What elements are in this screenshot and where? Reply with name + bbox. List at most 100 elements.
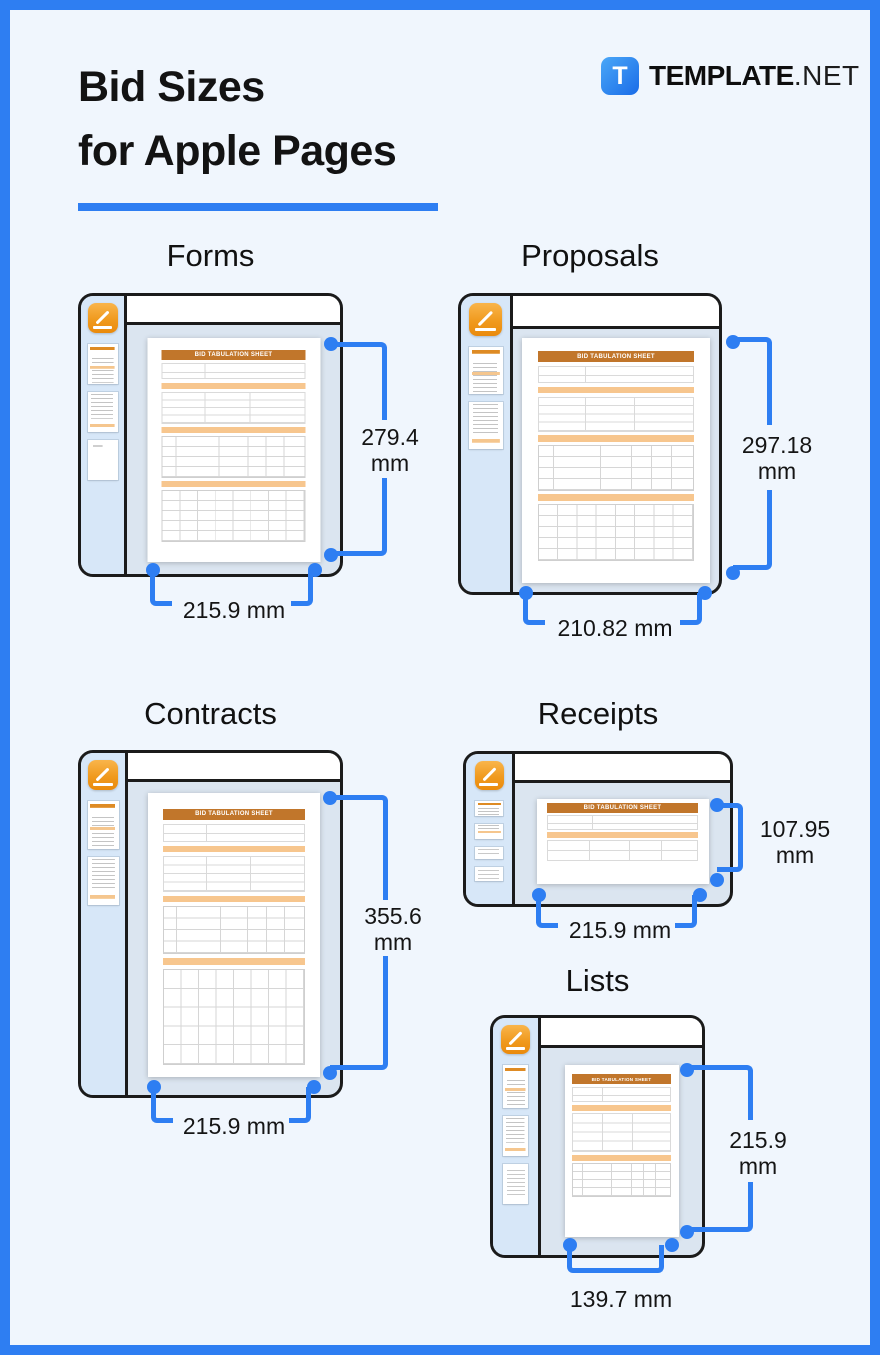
document-canvas: BID TABULATION SHEET (513, 329, 719, 592)
mini-document: BID TABULATION SHEET (546, 803, 699, 880)
mini-doc-rows (537, 396, 695, 432)
page-thumbnail (87, 801, 119, 849)
mini-doc-band (546, 832, 699, 838)
mini-doc-rows (162, 824, 306, 842)
page-thumbnail (87, 440, 118, 480)
mini-doc-title: BID TABULATION SHEET (546, 803, 699, 814)
mini-doc-table (537, 504, 695, 562)
mini-doc-band (162, 958, 306, 965)
page-thumbnail (475, 824, 503, 839)
page-title: Bid Sizes for Apple Pages (78, 55, 397, 183)
pages-sidebar (466, 754, 515, 904)
mini-doc-band (572, 1154, 671, 1161)
dimension-line (330, 956, 388, 1070)
brand-logo: T TEMPLATE.NET (601, 57, 860, 95)
mini-doc-rows (161, 391, 306, 424)
mini-doc-table (162, 906, 306, 955)
mini-doc-rows (162, 856, 306, 892)
page-thumbnail (503, 1065, 528, 1108)
page-title-line1: Bid Sizes (78, 63, 265, 111)
page-thumbnail (475, 801, 503, 816)
document-page: BID TABULATION SHEET (564, 1065, 679, 1237)
pages-window-lists: BID TABULATION SHEET (490, 1015, 705, 1258)
page-thumbnail (475, 847, 503, 859)
mini-doc-table (161, 490, 306, 543)
height-dimension-label: 107.95 mm (752, 816, 838, 868)
mini-document: BID TABULATION SHEET (162, 808, 306, 1066)
brand-name-light: .NET (793, 60, 860, 91)
section-title-receipts: Receipts (537, 696, 659, 731)
pages-window-forms: BID TABULATION SHEET (78, 293, 343, 577)
section-title-forms: Forms (166, 238, 255, 273)
window-toolbar (127, 296, 340, 325)
mini-doc-band (537, 494, 695, 501)
dimension-dot (323, 1066, 337, 1080)
mini-doc-table (546, 839, 699, 862)
pages-app-icon (501, 1025, 530, 1054)
window-main: BID TABULATION SHEET (515, 754, 730, 904)
dimension-dot (726, 566, 740, 580)
mini-doc-rows (546, 815, 699, 830)
window-main: BID TABULATION SHEET (541, 1018, 702, 1255)
dimension-line (151, 1087, 173, 1123)
mini-doc-band (162, 845, 306, 853)
mini-doc-title: BID TABULATION SHEET (161, 350, 306, 361)
window-toolbar (128, 753, 340, 782)
mini-doc-rows (537, 365, 695, 384)
window-main: BID TABULATION SHEET (513, 296, 719, 592)
brand-name: TEMPLATE.NET (649, 60, 860, 92)
title-underline (78, 203, 438, 211)
document-page: BID TABULATION SHEET (522, 338, 710, 583)
dimension-dot (665, 1238, 679, 1252)
height-value: 355.6 (364, 903, 422, 929)
dimension-line (680, 593, 702, 625)
mini-doc-band (537, 435, 695, 442)
window-main: BID TABULATION SHEET (127, 296, 340, 574)
pages-sidebar (81, 296, 127, 574)
width-dimension-label: 215.9 mm (182, 597, 286, 623)
height-dimension-label: 279.4 mm (335, 424, 445, 476)
page-title-line2: for Apple Pages (78, 127, 397, 175)
dimension-line (331, 342, 387, 420)
mini-doc-title: BID TABULATION SHEET (537, 351, 695, 363)
pages-sidebar (493, 1018, 541, 1255)
window-toolbar (513, 296, 719, 329)
dimension-dot (324, 337, 338, 351)
mini-doc-band (537, 386, 695, 394)
mini-doc-rows (572, 1086, 671, 1103)
height-unit: mm (757, 458, 797, 484)
mini-doc-band (162, 895, 306, 903)
mini-doc-band (161, 426, 306, 433)
dimension-dot (680, 1063, 694, 1077)
height-unit: mm (738, 1153, 778, 1179)
mini-doc-rows (572, 1113, 671, 1153)
dimension-line (536, 895, 558, 928)
dimension-line (687, 1065, 753, 1120)
dimension-line (289, 1087, 311, 1123)
pages-app-icon (87, 303, 118, 333)
section-title-proposals: Proposals (521, 238, 659, 273)
dimension-dot (698, 586, 712, 600)
width-dimension-label: 215.9 mm (182, 1113, 286, 1139)
dimension-dot (323, 791, 337, 805)
window-main: BID TABULATION SHEET (128, 753, 340, 1095)
pages-sidebar (461, 296, 513, 592)
document-canvas: BID TABULATION SHEET (541, 1048, 702, 1255)
dimension-line (291, 570, 313, 606)
height-dimension-label: 215.9 mm (703, 1127, 813, 1179)
height-unit: mm (775, 842, 815, 868)
dimension-line (567, 1245, 664, 1273)
mini-document: BID TABULATION SHEET (572, 1073, 671, 1229)
dimension-line (675, 895, 697, 928)
mini-doc-table (537, 445, 695, 491)
dimension-dot (146, 563, 160, 577)
pages-app-icon (88, 760, 118, 790)
dimension-line (330, 795, 388, 900)
dimension-dot (147, 1080, 161, 1094)
dimension-dot (532, 888, 546, 902)
dimension-line (687, 1182, 753, 1232)
document-page: BID TABULATION SHEET (148, 793, 320, 1077)
dimension-dot (308, 563, 322, 577)
pages-window-contracts: BID TABULATION SHEET (78, 750, 343, 1098)
document-page: BID TABULATION SHEET (147, 338, 320, 562)
